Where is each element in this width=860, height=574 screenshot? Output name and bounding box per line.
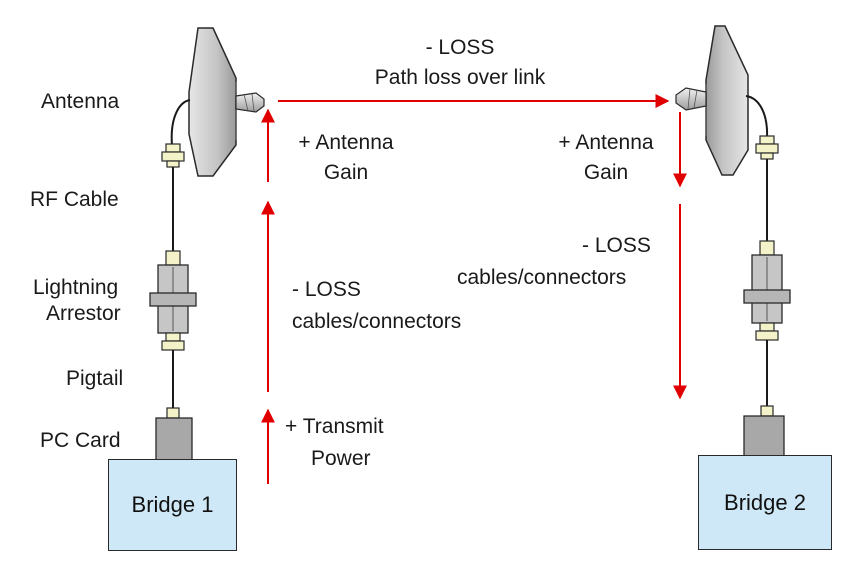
right-pc-card xyxy=(743,405,785,459)
right-antenna-connector xyxy=(755,135,779,160)
link-loss-title: - LOSS xyxy=(425,36,495,59)
right-antenna-feed xyxy=(675,87,707,111)
link-loss-description: Path loss over link xyxy=(374,66,546,89)
rx-cable-loss-line2: cables/connectors xyxy=(457,266,627,289)
tx-transmit-power-line2: Power xyxy=(311,447,371,470)
bridge-1-box: Bridge 1 xyxy=(108,459,237,551)
right-lightning-arrestor xyxy=(743,240,791,341)
label-antenna: Antenna xyxy=(41,90,120,113)
tx-cable-loss-line1: - LOSS xyxy=(292,278,361,301)
rx-antenna-gain-line1: + Antenna xyxy=(558,131,654,154)
tx-antenna-gain-line1: + Antenna xyxy=(298,131,394,154)
left-antenna-connector xyxy=(161,143,185,168)
bridge-2-box: Bridge 2 xyxy=(698,455,832,550)
rx-antenna-gain-line2: Gain xyxy=(583,161,629,184)
label-arrestor: Arrestor xyxy=(46,302,121,325)
label-lightning: Lightning xyxy=(33,276,119,299)
label-pigtail: Pigtail xyxy=(66,367,124,390)
label-pc-card: PC Card xyxy=(40,429,121,452)
right-antenna-dish xyxy=(705,25,749,176)
rx-cable-loss-line1: - LOSS xyxy=(582,234,651,257)
tx-antenna-gain-line2: Gain xyxy=(323,161,369,184)
left-pc-card xyxy=(155,407,193,461)
tx-cable-loss-line2: cables/connectors xyxy=(292,310,462,333)
right-dish-pigtail-cable xyxy=(745,95,769,139)
left-antenna-dish xyxy=(188,27,237,177)
left-antenna-feed xyxy=(235,92,265,113)
left-dish-pigtail-cable xyxy=(170,99,191,146)
left-lightning-arrestor xyxy=(149,250,197,351)
tx-transmit-power-line1: + Transmit xyxy=(285,415,384,438)
label-rf-cable: RF Cable xyxy=(30,188,119,211)
